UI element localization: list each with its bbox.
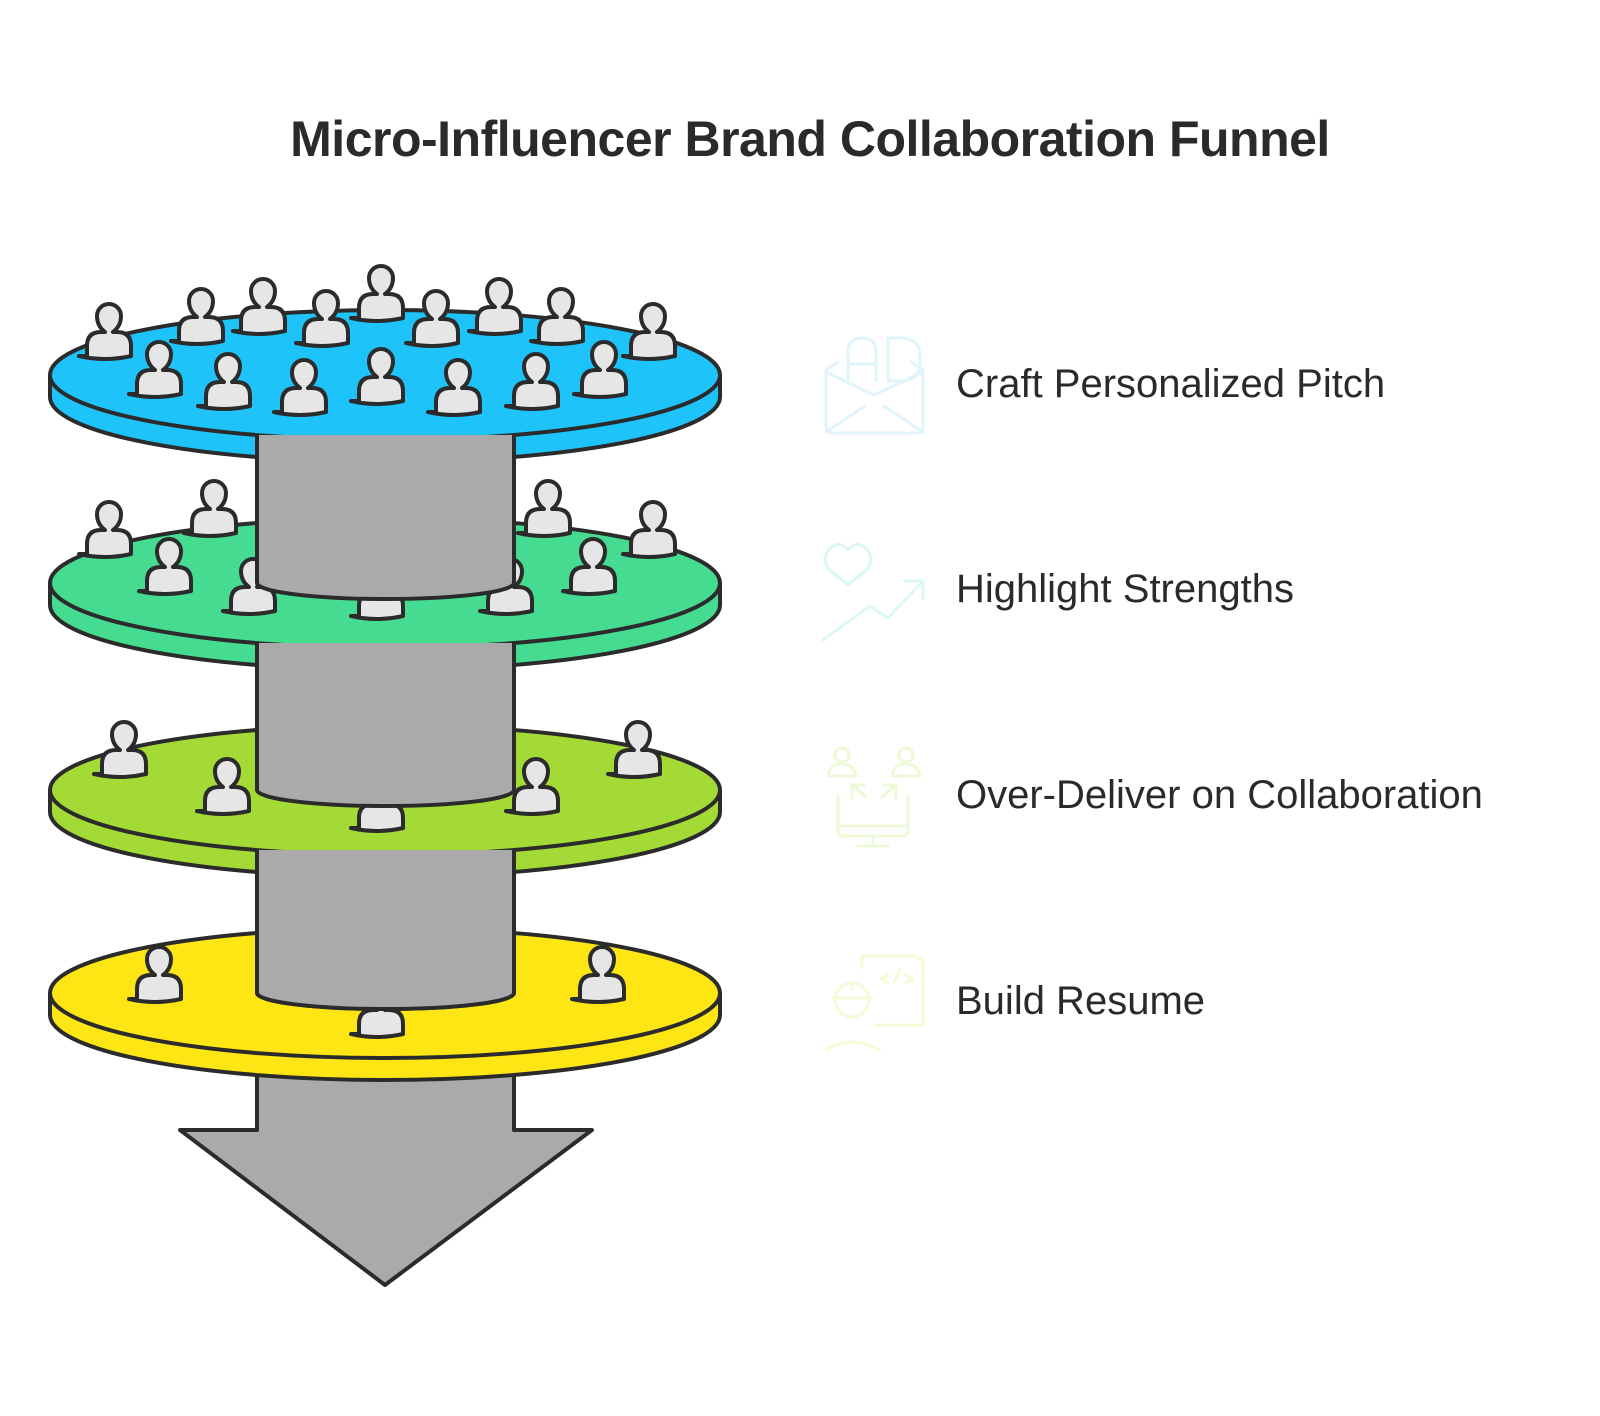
person-icon (349, 264, 405, 323)
person-icon (272, 358, 328, 417)
heart-trend-icon (821, 543, 925, 642)
person-icon (169, 287, 225, 346)
column-segment-0 (255, 435, 516, 601)
person-icon (231, 277, 287, 336)
person-icon (504, 352, 560, 411)
diagram-title: Micro-Influencer Brand Collaboration Fun… (290, 111, 1330, 167)
column-segment-2 (255, 850, 516, 1011)
stage-label-over-deliver: Over-Deliver on Collaboration (956, 773, 1483, 817)
person-icon (195, 757, 251, 816)
down-arrow (178, 1033, 594, 1287)
person-icon (467, 277, 523, 336)
person-icon (77, 302, 133, 361)
person-icon (77, 500, 133, 559)
person-icon (621, 500, 677, 559)
person-icon (404, 289, 460, 348)
person-icon (92, 720, 148, 779)
person-icon (426, 358, 482, 417)
person-icon (516, 479, 572, 538)
person-icon (196, 352, 252, 411)
stage-label-craft-pitch: Craft Personalized Pitch (956, 362, 1386, 406)
funnel-graphic (48, 264, 722, 1287)
developer-code-icon (824, 954, 925, 1052)
person-icon (621, 302, 677, 361)
person-icon (137, 537, 193, 596)
person-icon (606, 720, 662, 779)
stage-label-highlight-strengths: Highlight Strengths (956, 567, 1294, 611)
person-icon (570, 945, 626, 1004)
person-icon (127, 340, 183, 399)
person-icon (294, 289, 350, 348)
person-icon (504, 757, 560, 816)
column-segment-1 (255, 643, 516, 808)
person-icon (572, 340, 628, 399)
person-icon (529, 287, 585, 346)
person-icon (127, 945, 183, 1004)
people-monitor-icon (826, 746, 922, 848)
stage-label-build-resume: Build Resume (956, 979, 1206, 1023)
person-icon (561, 537, 617, 596)
ad-envelope-icon (824, 336, 925, 435)
person-icon (182, 479, 238, 538)
person-icon (349, 347, 405, 406)
